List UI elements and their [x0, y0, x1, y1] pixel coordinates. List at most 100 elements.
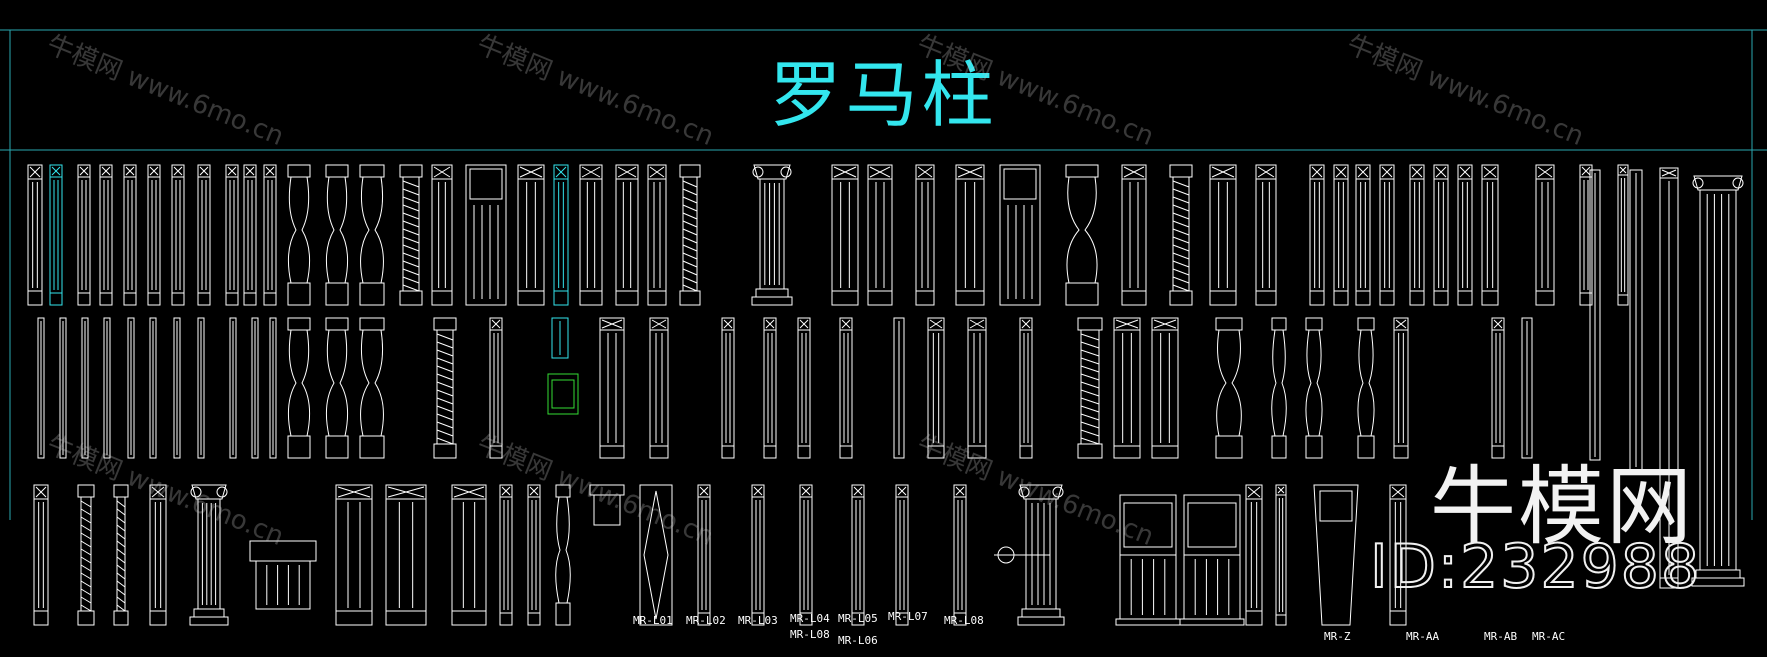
drawing-stroke — [955, 164, 985, 306]
drawing-stroke — [113, 484, 129, 498]
drawing-stroke — [893, 317, 905, 459]
drawing-stroke — [469, 168, 503, 200]
drawing-stroke — [116, 580, 126, 588]
drawing-stroke — [33, 484, 49, 500]
drawing-stroke — [149, 610, 167, 626]
drawing-stroke — [335, 484, 373, 500]
drawing-stroke — [491, 319, 501, 329]
drawing-stroke — [359, 435, 385, 459]
drawing-stroke — [1535, 164, 1555, 306]
drawing-stroke — [127, 317, 135, 459]
drawing-stroke — [402, 228, 420, 236]
drawing-stroke — [1692, 177, 1704, 189]
drawing-stroke — [402, 196, 420, 204]
drawing-stroke — [1409, 164, 1425, 180]
part-label: MR-L04 — [790, 612, 830, 625]
drawing-stroke — [1355, 164, 1371, 180]
drawing-stroke — [77, 164, 91, 306]
drawing-stroke — [555, 602, 571, 626]
drawing-stroke — [436, 373, 454, 381]
drawing-stroke — [553, 164, 569, 180]
drawing-stroke — [1355, 290, 1371, 306]
drawing-stroke — [1209, 290, 1237, 306]
drawing-title: 罗马柱 — [769, 53, 998, 137]
drawing-stroke — [1277, 486, 1285, 494]
drawing-stroke — [759, 178, 785, 290]
drawing-stroke — [116, 508, 126, 516]
drawing-stroke — [1309, 164, 1325, 306]
drawing-stroke — [436, 333, 454, 341]
drawing-stroke — [149, 484, 167, 500]
drawing-stroke — [80, 604, 92, 612]
drawing-stroke — [895, 484, 909, 626]
drawing-stroke — [999, 164, 1041, 306]
drawing-stroke — [517, 164, 545, 306]
drawing-stroke — [615, 164, 639, 306]
drawing-stroke — [287, 164, 311, 178]
drawing-stroke — [99, 164, 113, 178]
part-label: MR-AA — [1406, 630, 1440, 643]
drawing-stroke — [895, 612, 909, 626]
drawing-stroke — [81, 317, 89, 459]
drawing-stroke — [527, 484, 541, 626]
drawing-stroke — [527, 484, 541, 498]
drawing-stroke — [116, 540, 126, 548]
drawing-stroke — [1123, 502, 1173, 548]
drawing-stroke — [517, 164, 545, 180]
drawing-stroke — [80, 572, 92, 580]
drawing-stroke — [197, 498, 221, 610]
drawing-stroke — [1483, 166, 1497, 178]
drawing-stroke — [1003, 168, 1037, 200]
drawing-stroke — [1080, 405, 1100, 413]
drawing-stroke — [697, 484, 711, 498]
drawing-stroke — [1617, 294, 1629, 306]
part-label: MR-L06 — [838, 634, 878, 647]
drawing-stroke — [1080, 373, 1100, 381]
drawing-stroke — [1115, 319, 1139, 329]
drawing-stroke — [617, 166, 637, 178]
watermark-id: ID:232988 — [1369, 531, 1702, 603]
drawing-stroke — [1216, 329, 1242, 437]
drawing-stroke — [1305, 435, 1323, 459]
drawing-stroke — [116, 532, 126, 540]
drawing-stroke — [1017, 616, 1065, 626]
drawing-stroke — [80, 524, 92, 532]
part-label: MR-L05 — [838, 612, 878, 625]
drawing-stroke — [385, 484, 427, 626]
drawing-stroke — [723, 319, 733, 329]
drawing-stroke — [527, 612, 541, 626]
drawing-stroke — [780, 166, 792, 178]
drawing-stroke — [263, 292, 277, 306]
drawing-stroke — [867, 164, 893, 180]
drawing-stroke — [1123, 166, 1145, 178]
drawing-stroke — [49, 292, 63, 306]
drawing-stroke — [263, 164, 277, 178]
drawing-stroke — [79, 166, 89, 176]
part-label: MR-Z — [1324, 630, 1351, 643]
drawing-stroke — [1305, 329, 1323, 437]
drawing-stroke — [529, 486, 539, 496]
drawing-stroke — [149, 484, 167, 626]
drawing-stroke — [1065, 282, 1099, 306]
drawing-stroke — [325, 164, 349, 178]
drawing-stroke — [682, 220, 698, 228]
drawing-stroke — [255, 560, 311, 610]
drawing-stroke — [1080, 397, 1100, 405]
drawing-stroke — [436, 381, 454, 389]
drawing-stroke — [360, 176, 384, 284]
drawing-stroke — [593, 494, 621, 526]
drawing-stroke — [649, 166, 665, 178]
drawing-stroke — [325, 435, 349, 459]
drawing-stroke — [869, 166, 891, 178]
drawing-stroke — [1379, 164, 1395, 180]
drawing-stroke — [199, 166, 209, 176]
drawing-stroke — [953, 484, 967, 626]
drawing-stroke — [436, 413, 454, 421]
drawing-stroke — [385, 610, 427, 626]
drawing-stroke — [1172, 228, 1190, 236]
drawing-stroke — [751, 612, 765, 626]
drawing-stroke — [1245, 610, 1263, 626]
drawing-stroke — [1275, 614, 1287, 626]
drawing-stroke — [1535, 164, 1555, 180]
